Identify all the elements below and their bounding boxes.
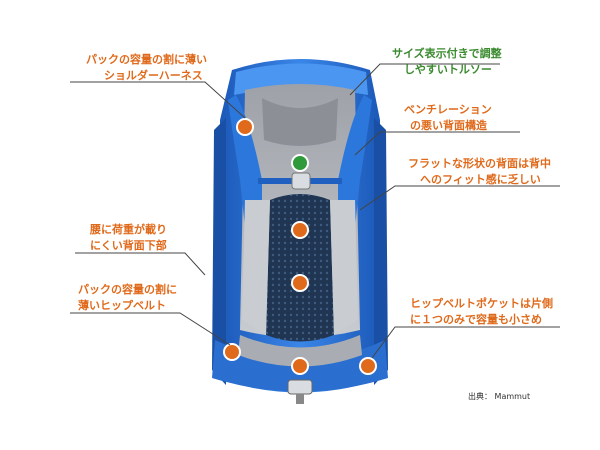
callout-shoulder: パックの容量の割に薄い ショルダーハーネス (86, 53, 207, 82)
callout-flat-back: フラットな形状の背面は背中 へのフィット感に乏しい (408, 157, 551, 186)
hipbelt-buckle (287, 379, 313, 395)
side-panel-right (374, 118, 388, 385)
leader-lines (70, 63, 560, 359)
callout-torso: サイズ表示付きで調整 しやすいトルソー (392, 47, 502, 76)
marker-group (223, 118, 377, 375)
side-mesh-left (242, 200, 270, 335)
side-panel-left (212, 118, 226, 385)
sternum-buckle (291, 172, 311, 190)
marker-torso (291, 154, 309, 172)
marker-flat-back-2 (291, 274, 309, 292)
marker-flat-back-1 (291, 221, 309, 239)
callout-hipbelt: パックの容量の割に 薄いヒップベルト (78, 283, 177, 312)
torso-yoke (262, 98, 338, 146)
callout-pocket: ヒップベルトポケットは片側 に１つのみで容量も小さめ (410, 297, 553, 326)
marker-hipbelt-left (223, 343, 241, 361)
side-mesh-right (330, 200, 358, 335)
hipbelt-padding (238, 335, 362, 367)
marker-shoulder (236, 118, 254, 136)
callout-lumbar: 腰に荷重が載り にくい背面下部 (90, 223, 167, 252)
callout-ventilation: ベンチレーション の悪い背面構造 (404, 103, 492, 132)
source-credit: 出典： Mammut (468, 392, 531, 401)
marker-lumbar (291, 357, 309, 375)
marker-pocket (359, 357, 377, 375)
